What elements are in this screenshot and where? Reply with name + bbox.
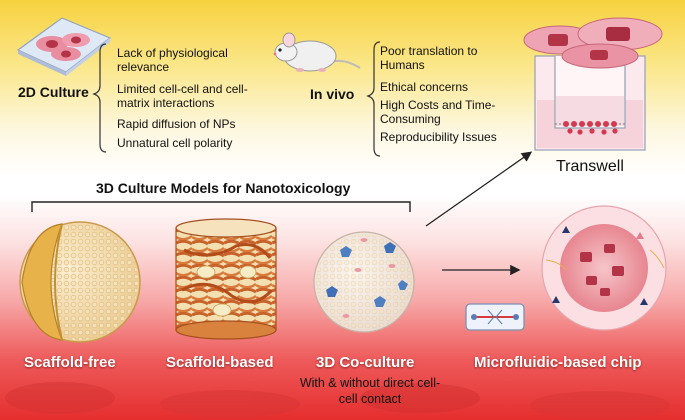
- models-3d-bracket: [31, 201, 411, 212]
- arrow-to-transwell: [425, 151, 533, 227]
- scaffold-free-label: Scaffold-free: [24, 354, 116, 371]
- culture-plate-2d-icon: [16, 17, 112, 76]
- scaffold-based-label: Scaffold-based: [166, 354, 274, 371]
- in-vivo-issue: Ethical concerns: [380, 80, 469, 94]
- scaffold-free-spheroid-icon: [19, 221, 141, 343]
- in-vivo-issue: Reproducibility Issues: [380, 130, 497, 144]
- culture-2d-issue: Lack of physiological relevance: [117, 46, 228, 74]
- in-vivo-bracket: [366, 41, 381, 157]
- background-tissue-cells: [5, 382, 670, 419]
- culture-2d-bracket: [92, 43, 107, 153]
- mouse-icon: [273, 32, 361, 72]
- models-3d-heading: 3D Culture Models for Nanotoxicology: [96, 180, 351, 196]
- culture-2d-issue: Unnatural cell polarity: [117, 136, 233, 150]
- culture-2d-issue: Limited cell-cell and cell-matrix intera…: [117, 82, 248, 110]
- microfluidic-spheroid-icon: [541, 205, 667, 331]
- transwell-label: Transwell: [556, 158, 624, 175]
- scaffold-based-cylinder-icon: [175, 218, 277, 340]
- co-culture-sublabel: With & without direct cell-cell contact: [299, 376, 441, 406]
- culture-2d-issue: Rapid diffusion of NPs: [117, 117, 236, 131]
- in-vivo-title: In vivo: [310, 86, 355, 102]
- co-culture-sphere-icon: [313, 231, 415, 333]
- microfluidic-chip-icon: [465, 303, 525, 331]
- microfluidic-label: Microfluidic-based chip: [474, 354, 642, 371]
- culture-2d-title: 2D Culture: [18, 84, 89, 100]
- co-culture-label: 3D Co-culture: [316, 354, 415, 371]
- in-vivo-issue: Poor translation to Humans: [380, 44, 478, 72]
- in-vivo-issue: High Costs and Time-Consuming: [380, 98, 496, 126]
- transwell-icon: [523, 17, 663, 151]
